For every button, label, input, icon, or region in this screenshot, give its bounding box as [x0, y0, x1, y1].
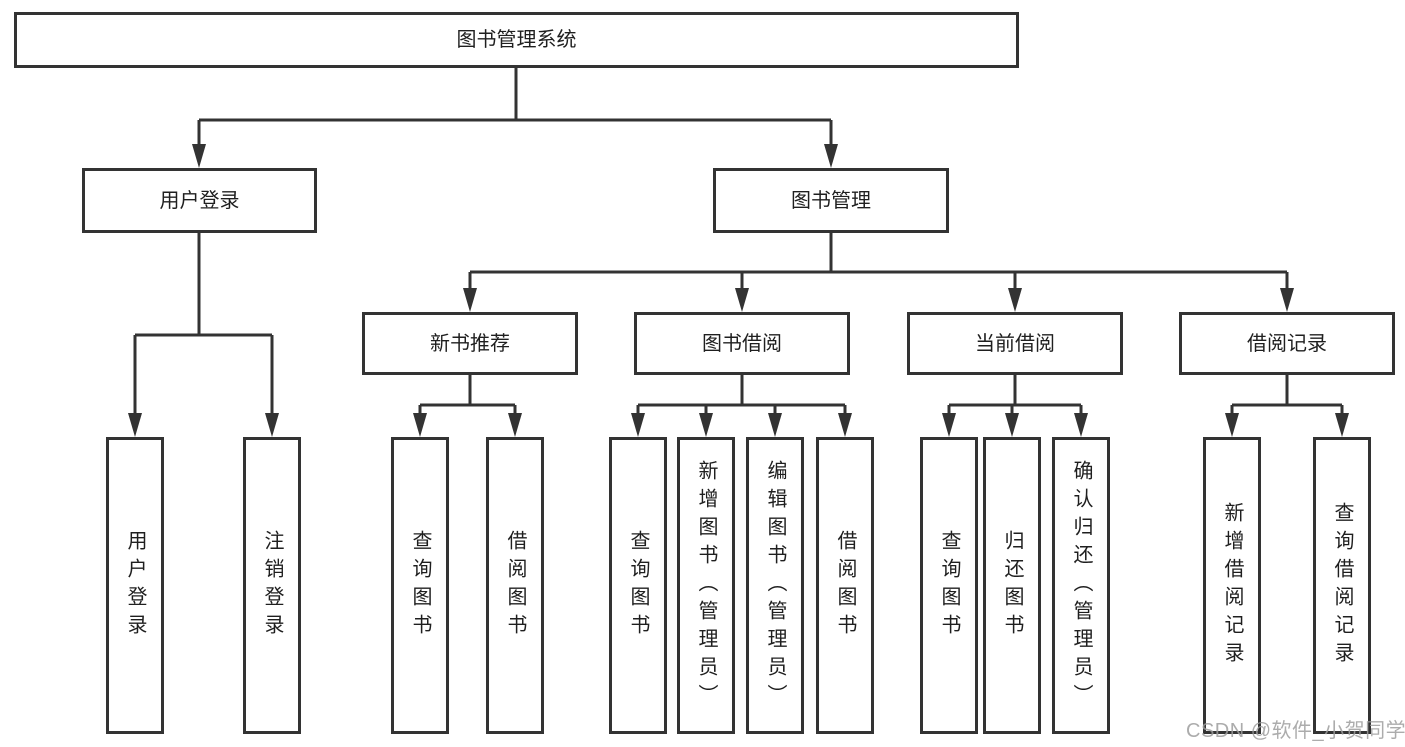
leaf-borrow-books-recommend: 借阅图书	[486, 437, 544, 734]
node-label: 图书管理	[791, 189, 871, 212]
arrow-down-icon	[1335, 413, 1349, 437]
arrow-down-icon	[413, 413, 427, 437]
node-label: 查询图书	[627, 529, 649, 642]
leaf-confirm-return-admin: 确认归还（管理员）	[1052, 437, 1110, 734]
leaf-borrow-books: 借阅图书	[816, 437, 874, 734]
arrow-down-icon	[768, 413, 782, 437]
node-label: 查询图书	[409, 529, 431, 642]
connector-book-management	[468, 233, 1289, 290]
leaf-query-books-current: 查询图书	[920, 437, 978, 734]
connector-root	[197, 68, 833, 146]
node-label: 新增图书（管理员）	[695, 459, 717, 712]
node-borrow-records: 借阅记录	[1179, 312, 1395, 375]
node-label: 图书管理系统	[456, 29, 577, 51]
node-label: 新书推荐	[430, 332, 510, 355]
arrow-down-icon	[128, 413, 142, 437]
node-user-login: 用户登录	[82, 168, 317, 233]
node-label: 查询借阅记录	[1331, 501, 1353, 670]
leaf-add-borrow-record: 新增借阅记录	[1203, 437, 1261, 734]
node-current-borrow: 当前借阅	[907, 312, 1123, 375]
arrow-down-icon	[1280, 288, 1294, 312]
node-label: 图书借阅	[702, 332, 782, 355]
arrow-down-icon	[1225, 413, 1239, 437]
node-label: 归还图书	[1001, 529, 1023, 642]
connector-book-borrow	[636, 375, 847, 415]
node-label: 编辑图书（管理员）	[764, 459, 786, 712]
arrow-down-icon	[265, 413, 279, 437]
arrowheads	[128, 144, 1349, 437]
node-label: 新增借阅记录	[1221, 501, 1243, 670]
leaf-query-books-recommend: 查询图书	[391, 437, 449, 734]
node-label: 查询图书	[938, 529, 960, 642]
connector-current-borrow	[947, 375, 1083, 415]
leaf-query-books-borrow: 查询图书	[609, 437, 667, 734]
arrow-down-icon	[1005, 413, 1019, 437]
arrow-down-icon	[838, 413, 852, 437]
leaf-user-login: 用户登录	[106, 437, 164, 734]
arrow-down-icon	[699, 413, 713, 437]
arrow-down-icon	[824, 144, 838, 168]
arrow-down-icon	[631, 413, 645, 437]
leaf-add-books-admin: 新增图书（管理员）	[677, 437, 735, 734]
connector-new-book-recommend	[418, 375, 517, 415]
node-label: 用户登录	[124, 529, 146, 642]
node-label: 借阅图书	[504, 529, 526, 642]
csdn-watermark: CSDN @软件_小贺同学	[1186, 720, 1405, 742]
node-root-library-system: 图书管理系统	[14, 12, 1019, 68]
arrow-down-icon	[1074, 413, 1088, 437]
node-label: 当前借阅	[975, 332, 1055, 355]
leaf-query-borrow-record: 查询借阅记录	[1313, 437, 1371, 734]
node-label: 借阅图书	[834, 529, 856, 642]
node-book-management: 图书管理	[713, 168, 949, 233]
arrow-down-icon	[463, 288, 477, 312]
arrow-down-icon	[192, 144, 206, 168]
node-label: 注销登录	[261, 529, 283, 642]
leaf-logout: 注销登录	[243, 437, 301, 734]
leaf-edit-books-admin: 编辑图书（管理员）	[746, 437, 804, 734]
arrow-down-icon	[942, 413, 956, 437]
arrow-down-icon	[508, 413, 522, 437]
leaf-return-books: 归还图书	[983, 437, 1041, 734]
node-new-book-recommend: 新书推荐	[362, 312, 578, 375]
arrow-down-icon	[1008, 288, 1022, 312]
node-label: 确认归还（管理员）	[1070, 459, 1092, 712]
arrow-down-icon	[735, 288, 749, 312]
node-label: 借阅记录	[1247, 332, 1327, 355]
node-book-borrow: 图书借阅	[634, 312, 850, 375]
connector-borrow-records	[1230, 375, 1344, 415]
connector-user-login	[133, 233, 274, 415]
node-label: 用户登录	[159, 189, 240, 212]
